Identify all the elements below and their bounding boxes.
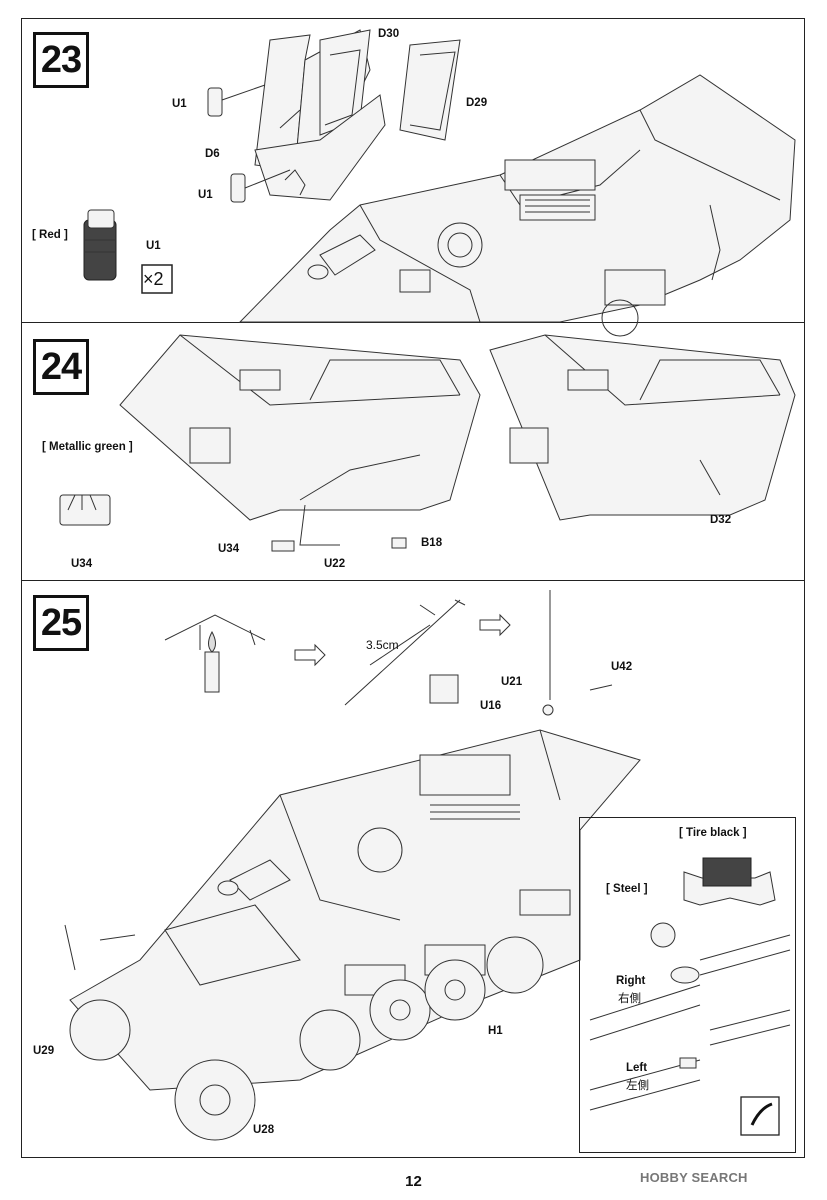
step-number-24: 24 — [33, 339, 89, 395]
page-frame — [21, 18, 805, 1158]
step25-antenna-bend — [164, 599, 511, 706]
quantity-multiplier: ×2 — [143, 269, 164, 289]
step-number-25: 25 — [33, 595, 89, 651]
paint-callout-tire-black: [ Tire black ] — [679, 827, 747, 839]
paint-callout-metallic-green: [ Metallic green ] — [42, 441, 133, 453]
track-label-left-jp: 左側 — [626, 1080, 649, 1092]
step-number-23: 23 — [33, 32, 89, 88]
step23-armor-plates — [254, 29, 461, 201]
part-label-u34: U34 — [218, 543, 240, 555]
step23-hull-drawing — [238, 74, 796, 337]
paint-callout-steel: [ Steel ] — [606, 883, 648, 895]
step25-vehicle — [64, 590, 641, 1141]
part-label-u16: U16 — [480, 700, 502, 712]
part-label-u21: U21 — [501, 676, 523, 688]
measurement-label: 3.5cm — [366, 638, 399, 652]
track-detail-inset — [579, 817, 796, 1153]
part-label-h1: H1 — [488, 1025, 503, 1037]
part-label-u42: U42 — [611, 661, 633, 673]
part-label-u1: U1 — [198, 189, 213, 201]
part-label-d6: D6 — [205, 148, 220, 160]
part-label-u29: U29 — [33, 1045, 55, 1057]
part-label-u34: U34 — [71, 558, 93, 570]
watermark: HOBBY SEARCH — [640, 1170, 748, 1185]
part-label-d32: D32 — [710, 514, 732, 526]
track-label-right: Right — [616, 975, 646, 987]
part-label-u1: U1 — [172, 98, 187, 110]
step24-hull-right — [489, 334, 796, 521]
paint-callout-red: [ Red ] — [32, 229, 68, 241]
part-label-u1: U1 — [146, 240, 161, 252]
track-label-right-jp: 右側 — [618, 993, 641, 1005]
page-number: 12 — [405, 1173, 422, 1190]
step23-u1-parts — [83, 84, 301, 294]
step24-hull-left — [59, 334, 481, 552]
track-label-left: Left — [626, 1062, 648, 1074]
step25-track-inset — [589, 857, 791, 1136]
part-label-u22: U22 — [324, 558, 346, 570]
part-label-d30: D30 — [378, 28, 400, 40]
step-divider — [22, 580, 804, 581]
part-label-d29: D29 — [466, 97, 488, 109]
part-label-u28: U28 — [253, 1124, 275, 1136]
part-label-b18: B18 — [421, 537, 443, 549]
